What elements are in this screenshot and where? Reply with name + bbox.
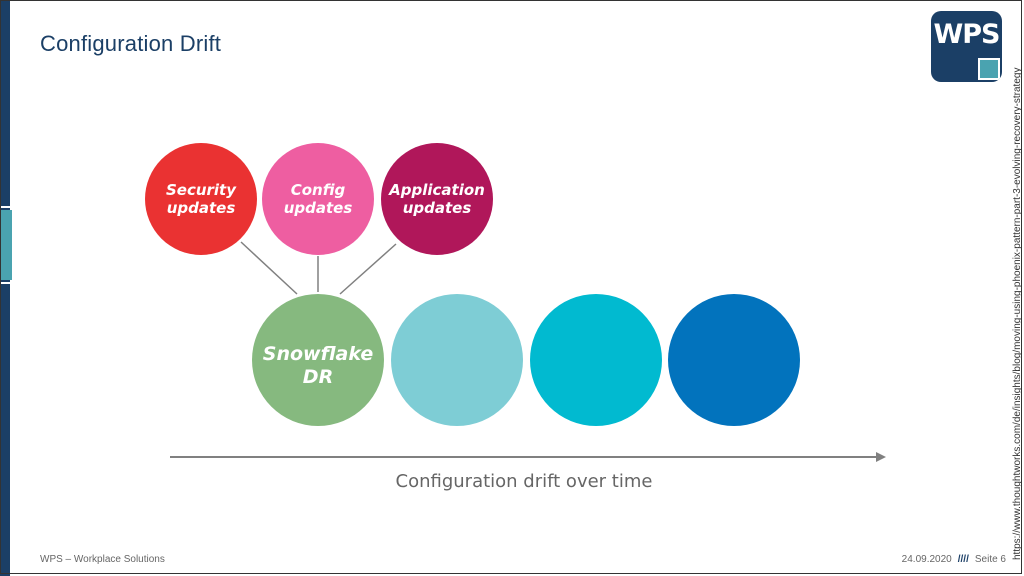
connector-line xyxy=(240,241,298,295)
logo-text: WPS xyxy=(933,19,1000,50)
left-accent-divider xyxy=(0,282,12,284)
left-brand-bar xyxy=(0,0,10,576)
snowflake-dr-circle xyxy=(252,294,384,426)
axis-label: Configuration drift over time xyxy=(396,471,653,492)
footer-company: WPS – Workplace Solutions xyxy=(40,554,165,565)
application-updates-label-1: Application xyxy=(388,181,485,199)
config-updates-label-2: updates xyxy=(284,199,353,217)
footer-slashes: //// xyxy=(957,554,969,565)
drift-stage-circle-3 xyxy=(668,294,800,426)
logo-square-icon xyxy=(978,58,1000,80)
left-accent-divider xyxy=(0,206,12,208)
application-updates-circle xyxy=(381,143,493,255)
footer-page-number: Seite 6 xyxy=(974,554,1006,565)
snowflake-label-2: DR xyxy=(303,366,333,388)
config-updates-label-1: Config xyxy=(291,181,346,199)
drift-stage-circle-1 xyxy=(391,294,523,426)
connector-line xyxy=(339,243,397,295)
drift-stage-circle-2 xyxy=(530,294,662,426)
application-updates-label-2: updates xyxy=(403,199,472,217)
footer-date: 24.09.2020 xyxy=(901,554,952,565)
security-updates-circle xyxy=(145,143,257,255)
security-updates-label-1: Security xyxy=(166,181,237,199)
arrowhead-icon xyxy=(876,452,886,462)
left-accent-block xyxy=(0,210,12,280)
footer-meta: 24.09.2020 //// Seite 6 xyxy=(902,554,1006,565)
slide-title: Configuration Drift xyxy=(40,31,222,56)
snowflake-label-1: Snowflake xyxy=(263,343,374,365)
security-updates-label-2: updates xyxy=(167,199,236,217)
config-updates-circle xyxy=(262,143,374,255)
wps-logo: WPS xyxy=(931,11,1002,82)
